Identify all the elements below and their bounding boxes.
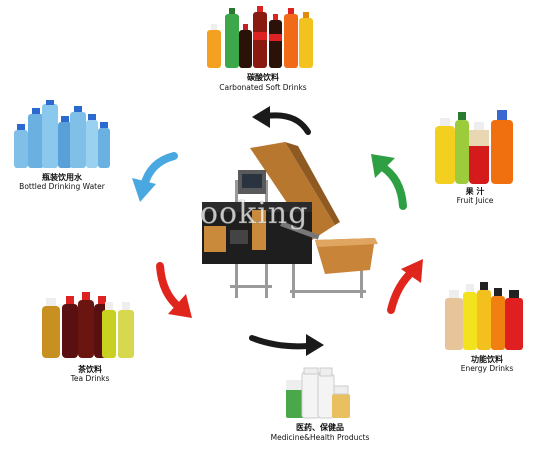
tea-drinks-label-cn: 茶饮料 — [78, 365, 102, 374]
carbonated-bottles-image — [207, 6, 313, 68]
fruit-juice-label-cn: 果 汁 — [465, 187, 485, 196]
carbonated-label-en: Carbonated Soft Drinks — [219, 83, 307, 92]
carbonated-label-cn: 碳酸饮料 — [247, 73, 279, 82]
fruit-juice-bottles-image — [435, 110, 513, 184]
bottled-water-label-cn: 瓶装饮用水 — [42, 173, 82, 182]
bottled-water-image — [14, 100, 110, 168]
tea-drinks-bottles-image — [42, 292, 134, 358]
blow-molding-machine — [202, 142, 378, 298]
cycle-arrow-right-top — [371, 154, 407, 210]
cycle-arrow-left-bottom — [156, 262, 192, 318]
energy-drinks-label-cn: 功能饮料 — [471, 355, 503, 364]
energy-drinks-bottles-image — [445, 282, 523, 350]
cycle-arrow-bottom — [249, 334, 324, 356]
tea-drinks-label-en: Tea Drinks — [70, 374, 110, 383]
medicine-bottles-image — [286, 367, 350, 419]
energy-drinks-label-en: Energy Drinks — [460, 364, 514, 373]
fruit-juice-label-en: Fruit Juice — [456, 196, 494, 205]
cycle-arrow-left-top — [132, 152, 178, 202]
cycle-arrow-right-bottom — [387, 259, 423, 314]
bottled-water-label-en: Bottled Drinking Water — [19, 182, 105, 191]
watermark-text: ooking — [200, 196, 309, 232]
medicine-label-cn: 医药、保健品 — [296, 423, 344, 432]
medicine-label-en: Medicine&Health Products — [270, 433, 370, 442]
cycle-arrow-top — [252, 106, 311, 135]
